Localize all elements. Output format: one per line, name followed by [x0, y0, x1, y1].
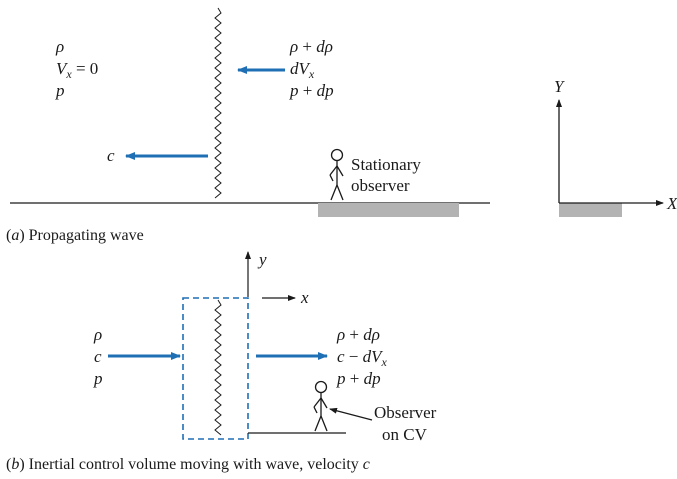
wave-front-a: [214, 7, 222, 199]
observer-label-line1-a: Stationary: [351, 155, 421, 174]
panel-b: y x ρ c p ρ + dρ c − dVx p + dp: [6, 250, 437, 473]
observer-label-line1-b: Observer: [374, 403, 437, 422]
right-label-density-b: ρ + dρ: [336, 325, 380, 344]
ground-block-axes: [559, 203, 622, 217]
control-volume-box: [182, 297, 249, 440]
left-label-pressure-b: p: [93, 369, 103, 388]
left-label-velocity-a: Vx = 0: [56, 59, 98, 81]
right-label-pressure-a: p + dp: [289, 81, 334, 100]
observer-label-line2-a: observer: [351, 176, 410, 195]
right-label-velocity-b: c − dVx: [337, 347, 388, 369]
left-label-density-b: ρ: [93, 325, 102, 344]
y-axis-label-a: Y: [554, 77, 565, 96]
caption-a: (a) Propagating wave: [6, 227, 144, 244]
ground-block-observer: [318, 203, 459, 217]
cv-observer-figure: [313, 380, 328, 432]
panel-a: ρ Vx = 0 p ρ + dρ dVx p + dp c Stationar…: [6, 7, 677, 244]
x-axis-label-b: x: [300, 288, 309, 307]
left-label-velocity-b: c: [94, 347, 102, 366]
right-label-density-a: ρ + dρ: [289, 37, 333, 56]
left-label-pressure-a: p: [55, 81, 65, 100]
right-label-velocity-a: dVx: [290, 59, 315, 81]
x-axis-label-a: X: [666, 194, 677, 213]
observer-label-line2-b: on CV: [382, 425, 428, 444]
caption-b: (b) Inertial control volume moving with …: [6, 456, 370, 473]
observer-pointer-arrow: [329, 407, 373, 421]
wave-front-b: [214, 299, 222, 436]
wave-speed-label-a: c: [107, 146, 115, 165]
stationary-observer-figure: [329, 148, 344, 201]
y-axis-label-b: y: [257, 250, 267, 269]
left-label-density-a: ρ: [55, 37, 64, 56]
right-label-pressure-b: p + dp: [336, 369, 381, 388]
